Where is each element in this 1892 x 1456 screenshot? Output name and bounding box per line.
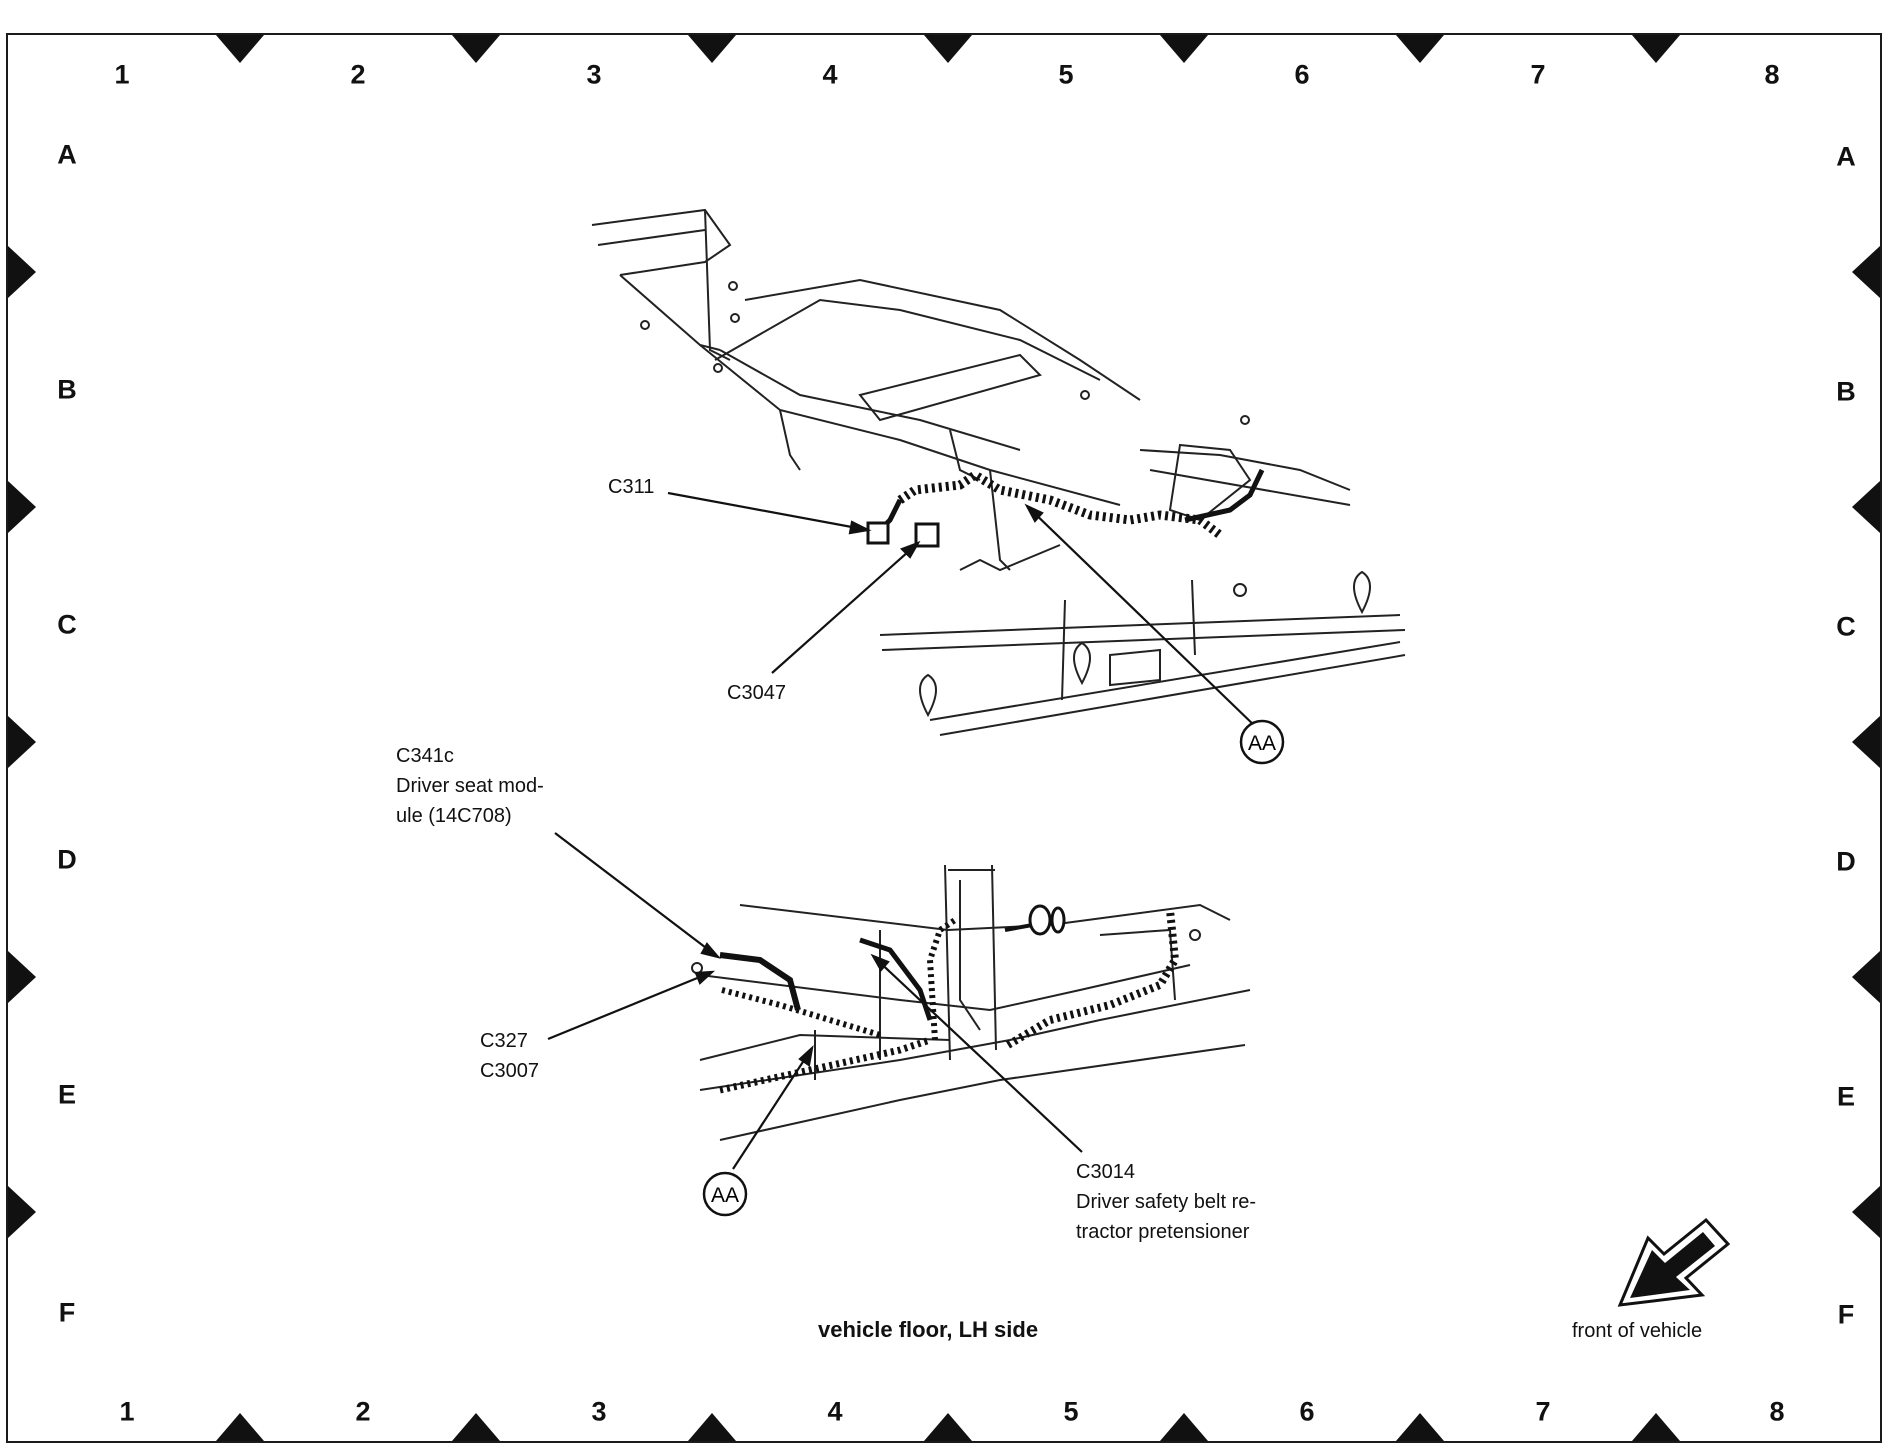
leader-c341c [554, 832, 719, 958]
connector-c311 [866, 521, 940, 548]
grid-col-bottom-4: 4 [827, 1396, 843, 1427]
aa-top-label: AA [1248, 732, 1276, 755]
grid-row-right-A: A [1836, 141, 1856, 172]
label-c341c-line2: Driver seat mod- [396, 775, 544, 797]
frame-marker-right-2 [1852, 481, 1880, 533]
grid-col-top-1: 1 [114, 59, 130, 90]
label-c3007: C3007 [480, 1060, 539, 1082]
grid-row-right-B: B [1836, 376, 1856, 407]
leader-c327 [547, 970, 713, 1041]
grid-col-top-5: 5 [1058, 59, 1074, 90]
frame-marker-top-7 [1632, 35, 1680, 63]
label-c3014-line1: C3014 [1076, 1161, 1135, 1183]
grid-col-top-8: 8 [1764, 59, 1780, 90]
frame-marker-bottom-6 [1396, 1413, 1444, 1441]
floor-structure-top [591, 208, 1406, 736]
frame-marker-bottom-2 [452, 1413, 500, 1441]
leader-aa-bottom [732, 1047, 813, 1170]
frame-marker-bottom-1 [216, 1413, 264, 1441]
frame-marker-top-6 [1396, 35, 1444, 63]
frame-marker-left-4 [8, 951, 36, 1003]
grid-row-left-F: F [58, 1297, 76, 1328]
frame-marker-bottom-3 [688, 1413, 736, 1441]
front-of-vehicle-label: front of vehicle [1572, 1320, 1703, 1342]
frame-marker-left-5 [8, 1186, 36, 1238]
grid-col-top-7: 7 [1530, 59, 1546, 90]
frame-marker-right-4 [1852, 951, 1880, 1003]
grid-col-bottom-1: 1 [119, 1396, 135, 1427]
leader-c311 [667, 491, 869, 532]
frame-marker-left-3 [8, 716, 36, 768]
diagram-caption: vehicle floor, LH side [818, 1317, 1039, 1342]
label-c3014: C3014 Driver safety belt re- tractor pre… [1076, 1157, 1256, 1247]
bolt-fastener [1028, 904, 1066, 936]
label-c311: C311 [608, 476, 655, 498]
grid-col-bottom-8: 8 [1769, 1396, 1785, 1427]
leader-c3047 [771, 542, 919, 674]
aa-bottom-label: AA [711, 1184, 739, 1207]
leader-lines [547, 491, 1259, 1170]
arrowhead-aa-bottom [798, 1044, 814, 1067]
arrowhead-c3047 [900, 540, 921, 559]
grid-row-right-E: E [1836, 1081, 1856, 1112]
frame-marker-right-3 [1852, 716, 1880, 768]
grid-col-bottom-7: 7 [1535, 1396, 1551, 1427]
aa-circles [702, 719, 1285, 1217]
grid-row-left-B: B [57, 374, 77, 405]
frame-marker-top-4 [924, 35, 972, 63]
frame-marker-bottom-4 [924, 1413, 972, 1441]
label-c327: C327 [480, 1030, 528, 1052]
label-c341c-line3: ule (14C708) [396, 805, 512, 827]
label-c3014-line2: Driver safety belt re- [1076, 1191, 1257, 1213]
frame-marker-right-1 [1852, 246, 1880, 298]
frame-marker-top-1 [216, 35, 264, 63]
grid-col-bottom-6: 6 [1299, 1396, 1315, 1427]
grid-col-bottom-5: 5 [1063, 1396, 1079, 1427]
arrowhead-c327 [694, 970, 716, 985]
frame-marker-left-2 [8, 481, 36, 533]
grid-col-top-4: 4 [822, 59, 838, 90]
grid-row-left-C: C [57, 609, 77, 640]
diagram-frame [6, 33, 1882, 1443]
arrowhead-c341c [700, 942, 722, 959]
grid-col-top-6: 6 [1294, 59, 1310, 90]
grid-col-bottom-2: 2 [355, 1396, 371, 1427]
grid-row-left-E: E [57, 1079, 77, 1110]
grid-row-left-D: D [57, 844, 77, 875]
label-c341c: C341c Driver seat mod- ule (14C708) [396, 741, 544, 831]
label-c3047: C3047 [727, 682, 786, 704]
grid-row-right-D: D [1836, 846, 1856, 877]
frame-marks [8, 35, 1880, 1441]
arrowhead-c3014 [870, 953, 890, 972]
frame-marker-bottom-5 [1160, 1413, 1208, 1441]
frame-marker-bottom-7 [1632, 1413, 1680, 1441]
grid-col-top-3: 3 [586, 59, 602, 90]
floor-structure-bottom [691, 864, 1251, 1141]
leader-aa-top [1026, 505, 1259, 730]
front-arrow-icon [1617, 1217, 1731, 1307]
frame-marker-left-1 [8, 246, 36, 298]
grid-row-left-A: A [57, 139, 77, 170]
arrowhead-c311 [848, 520, 872, 535]
grid-row-right-F: F [1837, 1299, 1855, 1330]
leader-c3014 [872, 955, 1083, 1153]
label-c341c-line1: C341c [396, 745, 454, 767]
grid-row-right-C: C [1836, 611, 1856, 642]
grid-col-bottom-3: 3 [591, 1396, 607, 1427]
frame-marker-top-3 [688, 35, 736, 63]
arrowhead-aa-top [1024, 503, 1044, 523]
grid-col-top-2: 2 [350, 59, 366, 90]
frame-marker-top-2 [452, 35, 500, 63]
label-c327-c3007: C327 C3007 [480, 1026, 539, 1086]
label-c3014-line3: tractor pretensioner [1076, 1221, 1250, 1243]
frame-marker-top-5 [1160, 35, 1208, 63]
frame-marker-right-5 [1852, 1186, 1880, 1238]
